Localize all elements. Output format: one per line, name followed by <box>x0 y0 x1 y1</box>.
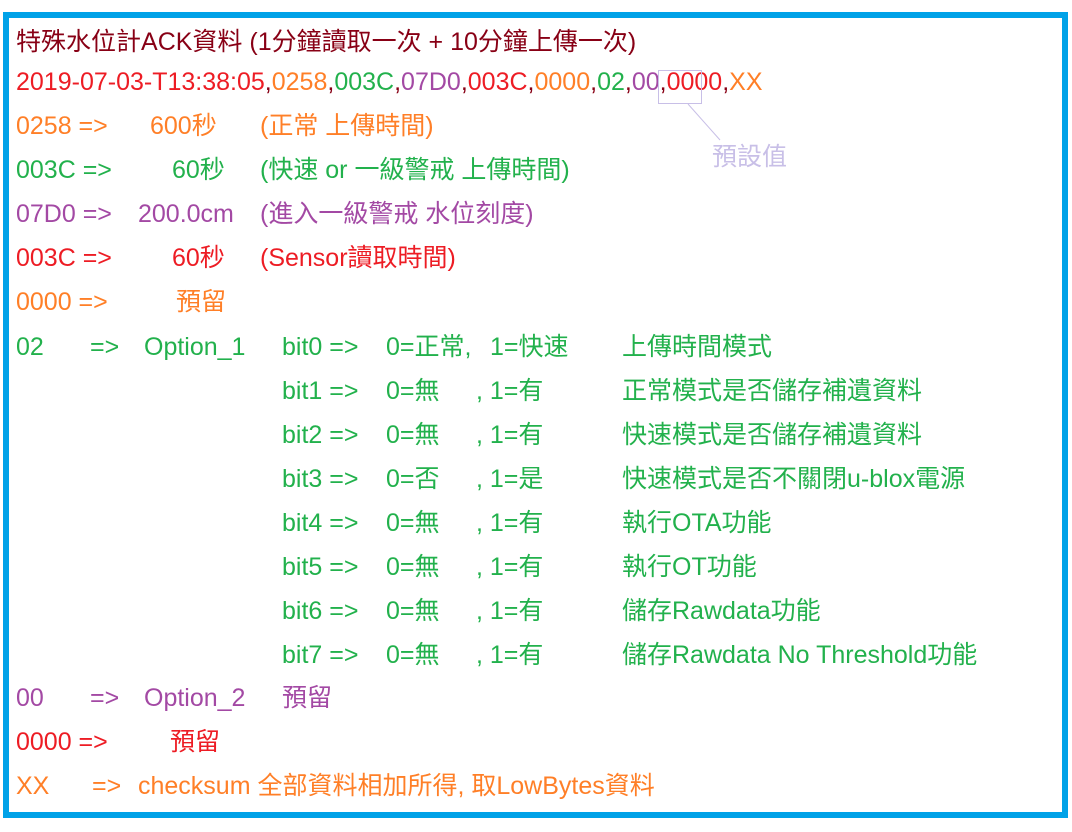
bit-desc: 執行OT功能 <box>622 553 757 581</box>
option1-name: Option_1 <box>144 333 246 361</box>
bit-desc: 儲存Rawdata功能 <box>622 597 821 625</box>
bit-label: bit7 => <box>282 641 359 669</box>
bit-label: bit3 => <box>282 465 359 493</box>
record-field: 0000 <box>534 68 591 96</box>
record-field: 02 <box>597 68 625 96</box>
bit-one: 1=快速 <box>490 333 569 361</box>
separator: , <box>659 68 667 96</box>
record-field: 0258 <box>271 68 328 96</box>
field-value: 預留 <box>176 288 227 316</box>
default-value-box <box>658 70 702 104</box>
record-field: 003C <box>467 68 528 96</box>
bit-one: , 1=有 <box>476 377 544 405</box>
bit-one: , 1=是 <box>476 465 544 493</box>
bit-zero: 0=無 <box>386 597 440 625</box>
field-code: 07D0 => <box>16 200 112 228</box>
reserved-code: 0000 => <box>16 728 108 756</box>
record-line: 2019-07-03-T13:38:05,0258,003C,07D0,003C… <box>16 67 763 97</box>
bit-one: , 1=有 <box>476 641 544 669</box>
field-value: 600秒 <box>150 112 217 140</box>
separator: , <box>264 68 272 96</box>
separator: , <box>527 68 535 96</box>
option2-arrow: => <box>90 684 120 712</box>
bit-zero: 0=無 <box>386 377 440 405</box>
record-field: 0000 <box>666 68 723 96</box>
option1-arrow: => <box>90 333 120 361</box>
separator: , <box>722 68 730 96</box>
field-desc: (進入一級警戒 水位刻度) <box>260 200 534 228</box>
field-code: 0000 => <box>16 288 108 316</box>
bit-desc: 快速模式是否儲存補遺資料 <box>622 421 923 449</box>
bit-desc: 執行OTA功能 <box>622 509 772 537</box>
bit-desc: 快速模式是否不關閉u-blox電源 <box>622 465 966 493</box>
checksum-desc: checksum 全部資料相加所得, 取LowBytes資料 <box>138 772 655 800</box>
field-desc: (Sensor讀取時間) <box>260 244 456 272</box>
title-rest: ACK資料 (1分鐘讀取一次 + 10分鐘上傳一次) <box>141 28 637 56</box>
field-code: 003C => <box>16 156 112 184</box>
default-value-note: 預設值 <box>712 143 788 171</box>
option1-code: 02 <box>16 333 44 361</box>
option2-desc: 預留 <box>282 684 333 712</box>
separator: , <box>624 68 632 96</box>
checksum-code: XX <box>16 772 50 800</box>
bit-zero: 0=無 <box>386 509 440 537</box>
bit-label: bit6 => <box>282 597 359 625</box>
field-code: 003C => <box>16 244 112 272</box>
bit-zero: 0=否 <box>386 465 440 493</box>
option2-name: Option_2 <box>144 684 246 712</box>
bit-one: , 1=有 <box>476 597 544 625</box>
bit-label: bit0 => <box>282 333 359 361</box>
bit-one: , 1=有 <box>476 421 544 449</box>
bit-desc: 儲存Rawdata No Threshold功能 <box>622 641 978 669</box>
checksum-arrow: => <box>92 772 122 800</box>
record-field: 00 <box>631 68 660 96</box>
separator: , <box>590 68 598 96</box>
bit-desc: 正常模式是否儲存補遺資料 <box>622 377 923 405</box>
title: 特殊水位計ACK資料 (1分鐘讀取一次 + 10分鐘上傳一次) <box>16 27 636 57</box>
field-desc: (正常 上傳時間) <box>260 112 434 140</box>
separator: , <box>394 68 402 96</box>
bit-zero: 0=無 <box>386 641 440 669</box>
separator: , <box>460 68 468 96</box>
bit-zero: 0=正常, <box>386 333 472 361</box>
record-field: XX <box>729 68 763 96</box>
record-field: 2019-07-03-T13:38:05 <box>16 68 265 96</box>
field-value: 60秒 <box>172 244 225 272</box>
bit-zero: 0=無 <box>386 421 440 449</box>
field-value: 200.0cm <box>138 200 234 228</box>
title-prefix: 特殊水位計 <box>16 28 142 56</box>
bit-desc: 上傳時間模式 <box>622 333 773 361</box>
field-code: 0258 => <box>16 112 108 140</box>
separator: , <box>327 68 335 96</box>
field-value: 60秒 <box>172 156 225 184</box>
record-field: 07D0 <box>401 68 461 96</box>
bit-label: bit1 => <box>282 377 359 405</box>
field-desc: (快速 or 一級警戒 上傳時間) <box>260 156 570 184</box>
bit-label: bit5 => <box>282 553 359 581</box>
option2-code: 00 <box>16 684 44 712</box>
bit-one: , 1=有 <box>476 553 544 581</box>
document-frame <box>3 12 1068 818</box>
reserved-desc: 預留 <box>170 728 221 756</box>
bit-label: bit4 => <box>282 509 359 537</box>
bit-label: bit2 => <box>282 421 359 449</box>
bit-zero: 0=無 <box>386 553 440 581</box>
record-field: 003C <box>334 68 395 96</box>
bit-one: , 1=有 <box>476 509 544 537</box>
